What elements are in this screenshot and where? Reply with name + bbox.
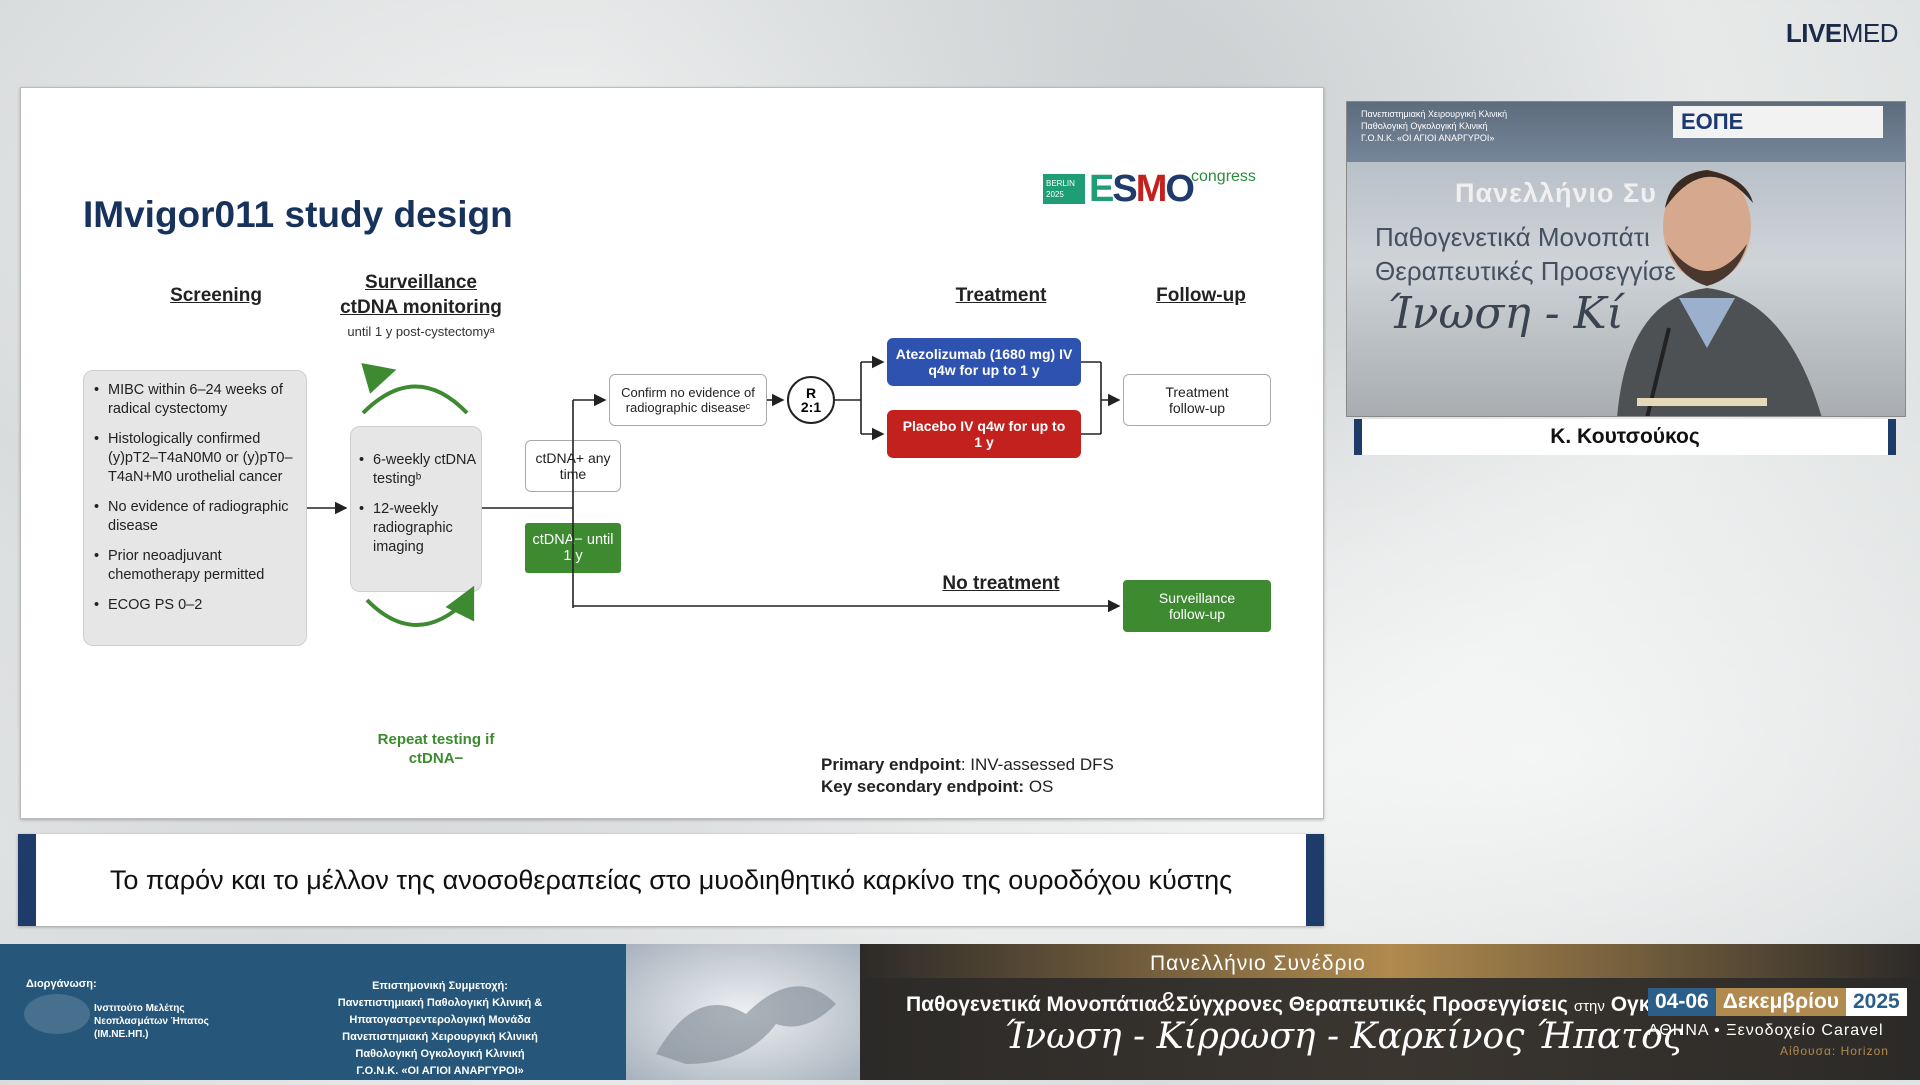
talk-title-bar: Το παρόν και το μέλλον της ανοσοθεραπεία…	[18, 834, 1324, 926]
treatment-followup-box: Treatment follow-up	[1123, 374, 1271, 426]
speaker-name-bar: Κ. Κουτσούκος	[1354, 419, 1896, 455]
organizer-logo	[24, 994, 90, 1034]
speaker-figure	[1617, 170, 1822, 416]
congress-hall: Αίθουσα: Horizon	[1780, 1044, 1889, 1058]
esmo-berlin-badge: BERLIN 2025	[1043, 174, 1085, 204]
congress-theme: Παθογενετικά Μονοπάτια&Σύγχρονες Θεραπευ…	[906, 986, 1717, 1017]
speaker-name: Κ. Κουτσούκος	[1550, 425, 1700, 448]
footer-gold-bar	[860, 944, 1920, 978]
header-followup: Follow-up	[1156, 285, 1246, 306]
event-footer-banner: Διοργάνωση: Ινστιτούτο Μελέτης Νεοπλασμά…	[0, 944, 1920, 1080]
eope-logo: ΕΟΠΕ	[1673, 106, 1883, 138]
backdrop-script: Ίνωση - Κί	[1387, 288, 1624, 339]
primary-endpoint: Primary endpoint: INV-assessed DFS	[821, 755, 1114, 774]
criteria-list: MIBC within 6–24 weeks of radical cystec…	[94, 381, 299, 626]
footer-organizers: Διοργάνωση: Ινστιτούτο Μελέτης Νεοπλασμά…	[0, 944, 626, 1080]
header-no-treatment: No treatment	[942, 573, 1060, 594]
confirm-no-disease-box: Confirm no evidence of radiographic dise…	[609, 374, 767, 426]
organizer-name: Ινστιτούτο Μελέτης Νεοπλασμάτων Ήπατος (…	[94, 1003, 209, 1040]
testing-item: 6-weekly ctDNA testingᵇ	[359, 451, 477, 489]
organizer-label: Διοργάνωση:	[26, 978, 97, 990]
repeat-testing-label: Repeat testing if ctDNA−	[377, 731, 495, 767]
criteria-item: Prior neoadjuvant chemotherapy permitted	[94, 547, 299, 585]
presentation-slide: BERLIN 2025 ESMO congress IMvigor011 stu…	[20, 87, 1324, 819]
esmo-wordmark: ESMO	[1089, 168, 1195, 210]
screening-criteria-box: MIBC within 6–24 weeks of radical cystec…	[83, 370, 307, 646]
atezolizumab-arm-box: Atezolizumab (1680 mg) IV q4w for up to …	[887, 338, 1081, 386]
criteria-item: MIBC within 6–24 weeks of radical cystec…	[94, 381, 299, 419]
congress-script-title: Ίνωση - Κίρρωση - Καρκίνος Ήπατος	[1004, 1016, 1683, 1057]
footer-congress-info: Πανελλήνιο Συνέδριο Παθογενετικά Μονοπάτ…	[860, 944, 1920, 1080]
footer-artwork	[626, 944, 860, 1080]
testing-item: 12-weekly radiographic imaging	[359, 500, 477, 557]
congress-name: Πανελλήνιο Συνέδριο	[1150, 952, 1366, 975]
surveillance-testing-box: 6-weekly ctDNA testingᵇ 12-weekly radiog…	[350, 426, 482, 592]
criteria-item: No evidence of radiographic disease	[94, 498, 299, 536]
testing-list: 6-weekly ctDNA testingᵇ 12-weekly radiog…	[359, 451, 477, 568]
speaker-camera-feed: Πανεπιστημιακή Χειρουργική Κλινική Παθολ…	[1346, 101, 1906, 417]
header-ctdna-monitoring: ctDNA monitoring	[340, 297, 502, 318]
header-surveillance: Surveillance	[365, 272, 477, 293]
slide-title: IMvigor011 study design	[83, 194, 513, 235]
livemed-logo: LIVEMED	[1785, 18, 1899, 48]
criteria-item: ECOG PS 0–2	[94, 596, 299, 615]
secondary-endpoint: Key secondary endpoint: OS	[821, 777, 1054, 796]
header-treatment: Treatment	[955, 285, 1047, 306]
surveillance-followup-box: Surveillance follow-up	[1123, 580, 1271, 632]
flow-arrows	[307, 355, 1121, 627]
backdrop-title: Πανελλήνιο Συ	[1455, 178, 1657, 208]
talk-title: Το παρόν και το μέλλον της ανοσοθεραπεία…	[109, 864, 1233, 895]
esmo-congress-text: congress	[1191, 168, 1256, 185]
header-screening: Screening	[170, 285, 262, 306]
criteria-item: Histologically confirmed (y)pT2–T4aN0M0 …	[94, 430, 299, 487]
camera-banner-text: Πανεπιστημιακή Χειρουργική Κλινική Παθολ…	[1361, 109, 1508, 143]
congress-venue: ΑΘΗΝΑ • Ξενοδοχείο Caravel	[1648, 1022, 1884, 1039]
surveillance-subtext: until 1 y post-cystectomyᵃ	[347, 324, 495, 339]
scientific-participation: Επιστημονική Συμμετοχή: Πανεπιστημιακή Π…	[337, 980, 543, 1077]
esmo-congress-logo: BERLIN 2025 ESMO congress	[1043, 164, 1256, 210]
placebo-arm-box: Placebo IV q4w for up to 1 y	[887, 410, 1081, 458]
endpoints-text: Primary endpoint: INV-assessed DFS Key s…	[821, 754, 1114, 798]
